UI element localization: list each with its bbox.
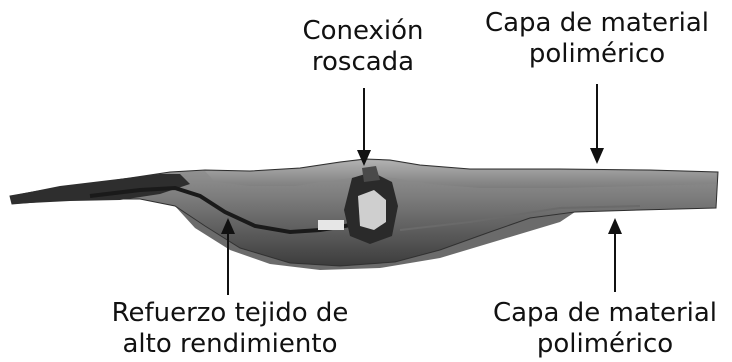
- label-capa-bottom-line1: Capa de material: [492, 298, 718, 328]
- arrow-refuerzo: [221, 218, 235, 295]
- bottom-ridge: [399, 205, 641, 231]
- label-capa-top-line2: polimérico: [528, 39, 666, 69]
- label-refuerzo-line1: Refuerzo tejido de: [111, 298, 349, 328]
- top-polymer-surface: [205, 160, 716, 188]
- label-refuerzo-tejido: Refuerzo tejido de alto rendimiento: [60, 298, 400, 360]
- arrow-conexion: [357, 88, 371, 166]
- lower-shadow: [175, 206, 575, 270]
- arrow-capa-bottom: [608, 218, 622, 292]
- label-conexion-roscada: Conexión roscada: [263, 16, 463, 78]
- threaded-connection-insert: [318, 166, 398, 244]
- arrow-capa-top: [590, 84, 604, 164]
- label-capa-bottom-line2: polimérico: [536, 329, 674, 359]
- label-refuerzo-line2: alto rendimiento: [122, 329, 338, 359]
- left-tip: [10, 174, 190, 204]
- label-capa-polimerica-bottom: Capa de material polimérico: [478, 298, 732, 360]
- label-capa-top-line1: Capa de material: [484, 8, 710, 38]
- label-conexion-line1: Conexión: [302, 16, 424, 46]
- label-capa-polimerica-top: Capa de material polimérico: [462, 8, 732, 70]
- label-conexion-line2: roscada: [311, 47, 415, 77]
